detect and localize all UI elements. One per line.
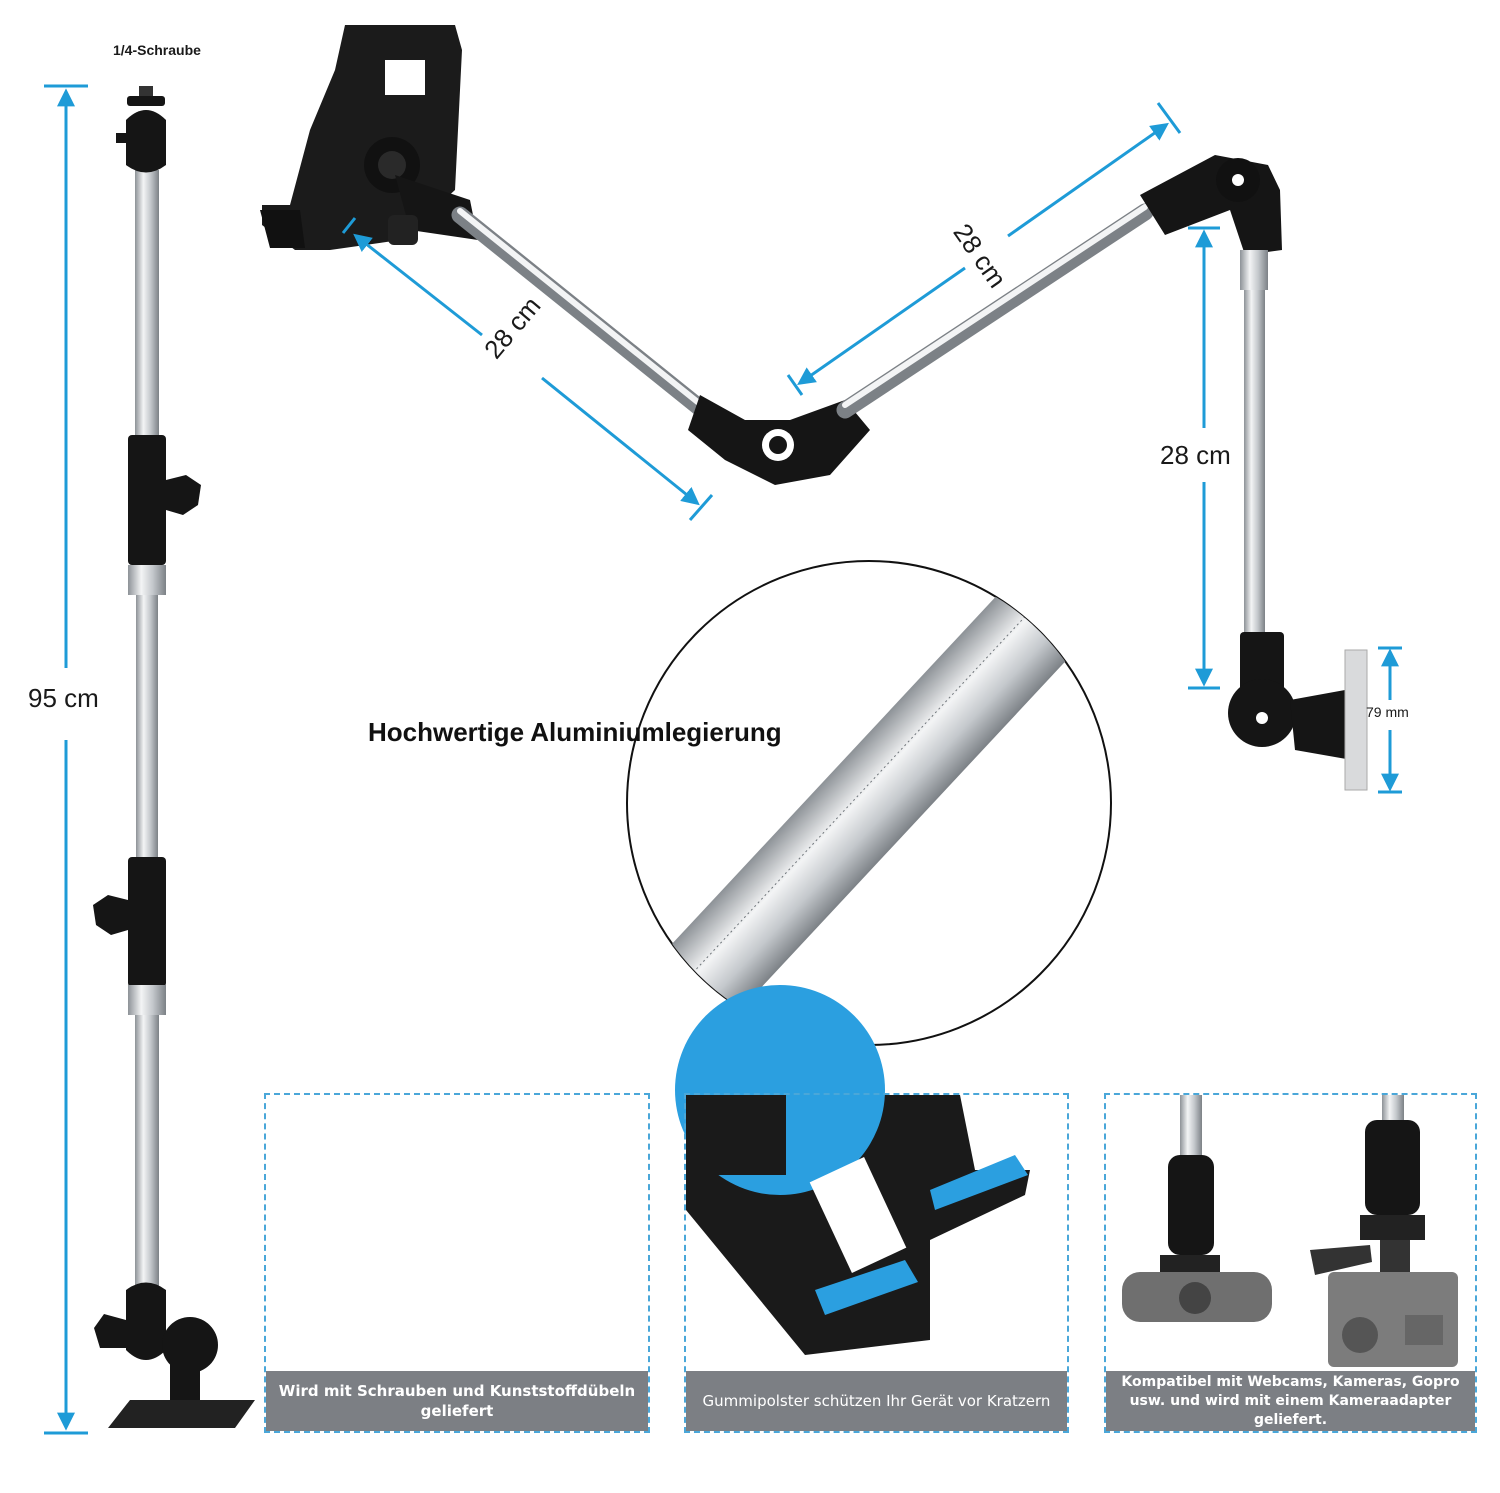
panel-mounting-kit: Wird mit Schrauben und Kunststoffdübeln …: [264, 1093, 650, 1433]
plate-height-label: 79 mm: [1366, 704, 1409, 720]
tablet-holder: [260, 25, 478, 250]
arm-dimensions: [341, 102, 1402, 794]
panel-camera-adapter: Kompatibel mit Webcams, Kameras, Gopro u…: [1104, 1093, 1477, 1433]
articulating-arm: [451, 155, 1368, 791]
material-heading: Hochwertige Aluminiumlegierung: [368, 717, 782, 747]
aluminium-detail-circle: [360, 560, 1112, 1046]
panel-caption: Kompatibel mit Webcams, Kameras, Gopro u…: [1106, 1371, 1475, 1431]
camera-adapter-illustration: [1122, 1095, 1458, 1367]
height-dimension: [44, 84, 88, 1435]
arm-segment-3-label: 28 cm: [1160, 440, 1231, 470]
height-total-label: 95 cm: [28, 683, 99, 713]
rubber-pad-illustration: [675, 985, 1030, 1355]
panel-caption: Gummipolster schützen Ihr Gerät vor Krat…: [686, 1371, 1067, 1431]
vertical-pole: [93, 86, 255, 1428]
screw-label: 1/4-Schraube: [113, 42, 201, 58]
panel-caption: Wird mit Schrauben und Kunststoffdübeln …: [266, 1371, 648, 1431]
panel-rubber-pads: Gummipolster schützen Ihr Gerät vor Krat…: [684, 1093, 1069, 1433]
